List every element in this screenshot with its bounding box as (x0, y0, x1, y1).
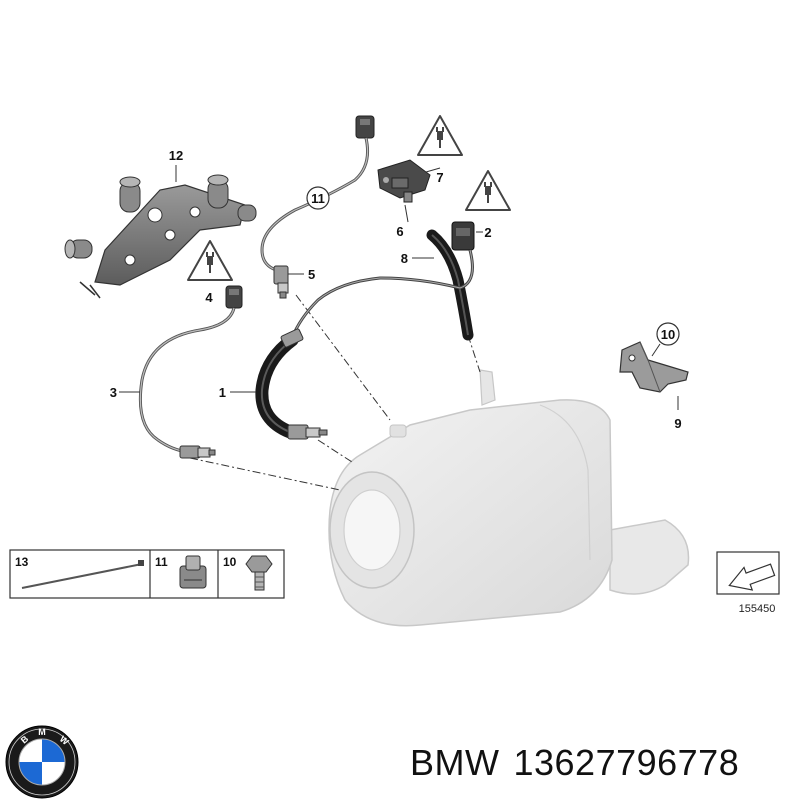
callout-2: 2 (484, 225, 491, 240)
warning-plug-icon (465, 170, 511, 211)
holder-bracket-part-9 (619, 341, 689, 393)
part-number: 13627796778 (513, 742, 740, 783)
warning-plug-icon (417, 115, 463, 156)
reference-number: 155450 (739, 603, 776, 615)
small-parts-inset: 13 11 10 (9, 549, 285, 599)
callout-11: 11 (311, 191, 325, 206)
callout-5: 5 (308, 267, 315, 282)
sensor-probe-part-5 (273, 265, 289, 299)
bmw-logo: B M W (5, 725, 79, 799)
sensor-connector-part-4 (225, 285, 243, 309)
sensor-cable-part-3 (138, 307, 236, 454)
callout-11-circle (306, 186, 330, 210)
callout-7: 7 (436, 170, 443, 185)
bolt-part-10 (245, 555, 273, 591)
arrow-direction-icon (716, 551, 780, 595)
sensor-probe-part-3 (179, 445, 216, 459)
logo-letter-b: B (19, 733, 31, 745)
logo-letter-m: M (38, 727, 46, 737)
callout-12: 12 (169, 148, 183, 163)
inset-label-13: 13 (15, 555, 29, 569)
callout-3: 3 (110, 385, 117, 400)
sensor-probe-part-1 (280, 328, 328, 440)
callout-1: 1 (219, 385, 226, 400)
warning-plug-icon (187, 240, 233, 281)
callout-8: 8 (401, 251, 408, 266)
callout-6: 6 (396, 224, 403, 239)
callout-4: 4 (205, 290, 213, 305)
brand-name: BMW (410, 742, 500, 783)
callout-9: 9 (674, 416, 681, 431)
clip-nut-part-11 (179, 555, 207, 589)
pressure-sensor-part-6 (377, 159, 431, 203)
inset-label-11: 11 (155, 555, 168, 569)
bracket-part-12 (64, 174, 257, 299)
part-caption: BMW 13627796778 (410, 738, 739, 788)
particulate-filter-body (328, 369, 690, 627)
inset-label-10: 10 (223, 555, 237, 569)
callout-10: 10 (661, 327, 675, 342)
sensor-connector-part-11 (355, 115, 375, 139)
cable-tie-part-13 (21, 560, 144, 589)
connector-part-2 (451, 221, 475, 251)
callout-10-circle (656, 322, 680, 346)
leader-lines (189, 294, 481, 491)
